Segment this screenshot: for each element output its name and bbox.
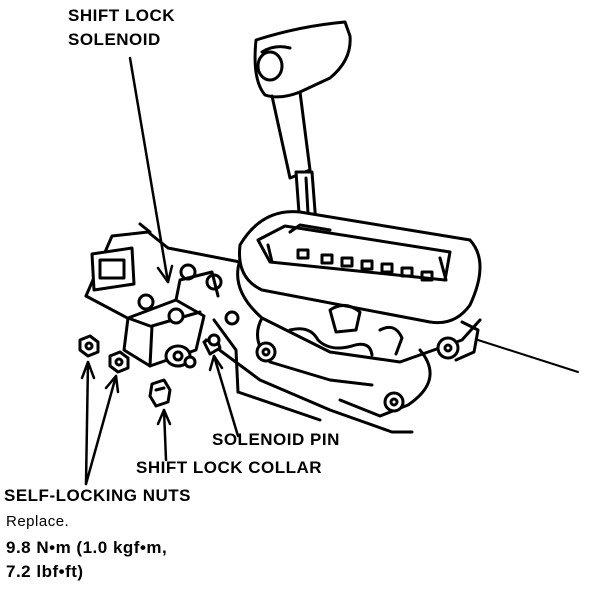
leader-lines <box>80 56 240 486</box>
solenoid-pin <box>202 333 222 356</box>
solenoid-leader-line <box>128 56 170 284</box>
shift-lock-solenoid-label-line-1: SHIFT LOCK <box>68 6 175 25</box>
shift-lock-solenoid-body <box>122 270 220 369</box>
shift-lock-solenoid-label-line-2: SOLENOID <box>68 30 161 49</box>
self-locking-nuts <box>78 334 130 374</box>
self-locking-nuts-label: SELF-LOCKING NUTS <box>4 486 191 505</box>
position-indicator-lights <box>296 248 434 282</box>
indicator-panel <box>237 210 482 325</box>
torque-spec-line-2: 7.2 lbf•ft) <box>6 562 84 581</box>
collar-leader-line <box>162 408 168 462</box>
solenoid-pin-label: SOLENOID PIN <box>212 430 340 449</box>
torque-spec-line-1: 9.8 N•m (1.0 kgf•m, <box>6 538 168 557</box>
shift-lock-collar <box>148 378 172 408</box>
nut-leader-line-1 <box>84 360 90 486</box>
nut-leader-line-2 <box>84 374 118 486</box>
shift-lever-base <box>236 258 579 418</box>
shift-knob <box>253 20 352 180</box>
solenoid-pin-leader-line <box>212 354 240 438</box>
replace-note: Replace. <box>6 513 70 530</box>
shift-lock-collar-label: SHIFT LOCK COLLAR <box>136 458 323 477</box>
mounting-frame <box>84 222 414 434</box>
